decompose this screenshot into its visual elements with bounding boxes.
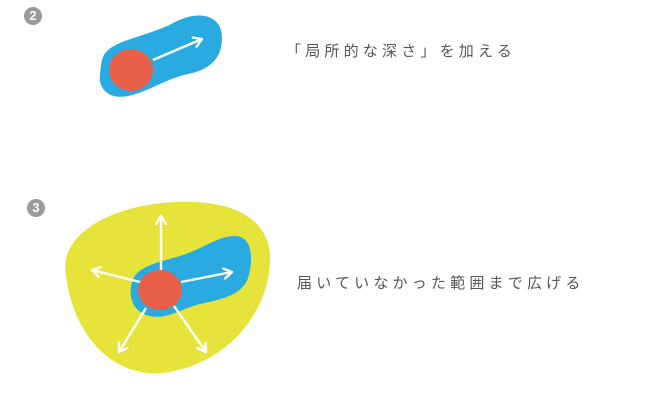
step-2-diagram bbox=[99, 15, 222, 97]
arrow-right-icon bbox=[180, 272, 232, 284]
arrow-icon bbox=[152, 39, 202, 62]
red-core-circle bbox=[109, 49, 153, 91]
step-3-number-badge: 3 bbox=[27, 199, 45, 217]
red-core-circle bbox=[138, 270, 182, 310]
step-3-diagram bbox=[65, 201, 271, 374]
step-2-number-badge: 2 bbox=[24, 7, 42, 25]
step-2-caption: 「局所的な深さ」を加える bbox=[286, 42, 516, 60]
arrow-left-icon bbox=[92, 270, 141, 284]
step-3-caption: 届いていなかった範囲まで広げる bbox=[297, 274, 585, 292]
arrow-down-right-icon bbox=[173, 305, 206, 352]
arrow-down-left-icon bbox=[119, 307, 148, 352]
